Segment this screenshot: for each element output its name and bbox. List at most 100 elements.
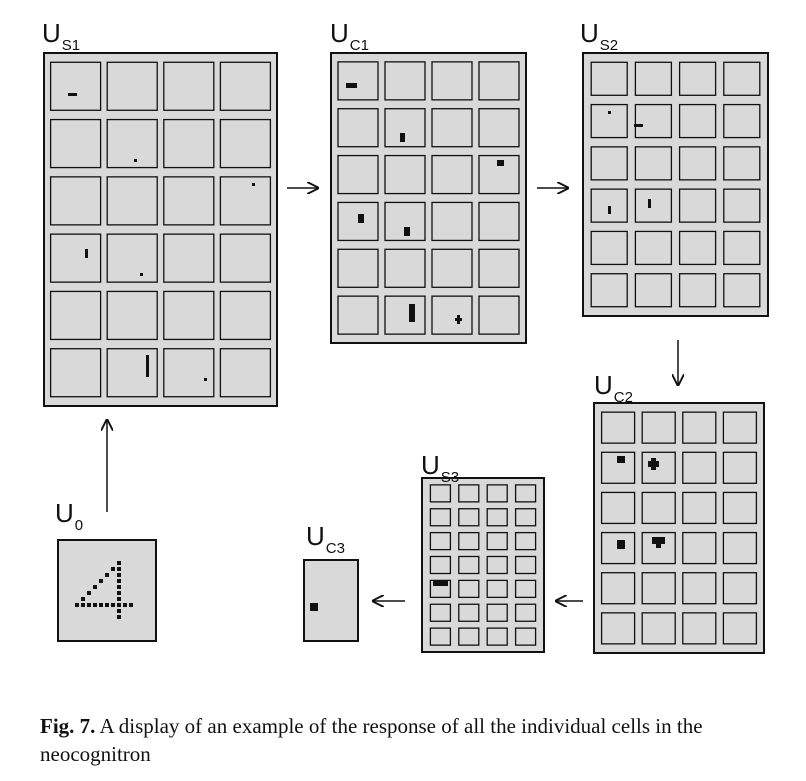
us1-cell-plane bbox=[163, 61, 215, 111]
uc1-cell-plane bbox=[478, 108, 520, 148]
uc1-cell-plane bbox=[431, 201, 473, 242]
uc1-cell-plane bbox=[337, 248, 379, 288]
figure-number: Fig. 7. bbox=[40, 714, 96, 738]
uc1-cell-plane bbox=[384, 154, 426, 195]
neocognitron-diagram bbox=[43, 52, 769, 654]
uc1-cell-plane bbox=[431, 295, 473, 335]
uc2-cell-plane bbox=[600, 411, 636, 444]
input-digit-pixel bbox=[81, 603, 85, 607]
input-digit-pixel bbox=[117, 603, 121, 607]
uc1-cell-plane bbox=[431, 154, 473, 195]
layer-us2-panel bbox=[582, 52, 769, 317]
uc2-cell-plane bbox=[722, 612, 758, 645]
input-digit-pixel bbox=[93, 603, 97, 607]
us2-frame bbox=[582, 52, 769, 317]
uc1-cell-plane bbox=[478, 154, 520, 195]
us2-cell-plane bbox=[678, 273, 717, 308]
label-us1: US1 bbox=[42, 18, 81, 54]
us2-cell-plane bbox=[678, 146, 717, 181]
uc1-cell-plane bbox=[337, 108, 379, 148]
uc1-cell-plane bbox=[478, 295, 520, 335]
us1-cell-plane bbox=[49, 233, 102, 283]
us2-cell-plane bbox=[723, 61, 761, 96]
us3-cell-plane bbox=[458, 603, 480, 622]
us3-cell-plane bbox=[514, 484, 537, 503]
uc1-activity-mark bbox=[457, 315, 460, 324]
input-digit-pixel bbox=[117, 567, 121, 571]
us2-cell-plane bbox=[590, 146, 628, 181]
uc1-cell-plane bbox=[431, 248, 473, 288]
us2-cell-plane bbox=[723, 230, 761, 266]
us3-cell-plane bbox=[514, 555, 537, 575]
label-uc2: UC2 bbox=[594, 370, 633, 406]
us3-cell-plane bbox=[514, 531, 537, 551]
us1-cell-plane bbox=[49, 118, 102, 169]
us1-cell-plane bbox=[106, 61, 158, 111]
us1-activity-mark bbox=[140, 273, 143, 276]
uc3-frame bbox=[303, 559, 359, 642]
us1-frame bbox=[43, 52, 278, 407]
us2-cell-plane bbox=[634, 61, 673, 96]
us2-cell-plane bbox=[723, 146, 761, 181]
us2-activity-mark bbox=[608, 206, 611, 214]
input-digit-pixel bbox=[111, 567, 115, 571]
uc2-cell-plane bbox=[600, 491, 636, 525]
input-digit-pixel bbox=[117, 609, 121, 613]
us1-cell-plane bbox=[106, 176, 158, 226]
us1-activity-mark bbox=[85, 249, 88, 258]
uc2-cell-plane bbox=[682, 491, 717, 525]
uc1-frame bbox=[330, 52, 527, 344]
us2-cell-plane bbox=[590, 61, 628, 96]
uc2-cell-plane bbox=[682, 451, 717, 484]
input-digit-pixel bbox=[117, 573, 121, 577]
us1-cell-plane bbox=[49, 290, 102, 341]
us3-cell-plane bbox=[486, 484, 508, 503]
u0-frame bbox=[57, 539, 157, 642]
uc2-activity-mark bbox=[656, 537, 661, 548]
uc1-cell-plane bbox=[478, 248, 520, 288]
us2-cell-plane bbox=[634, 273, 673, 308]
us1-cell-plane bbox=[49, 61, 102, 111]
us3-cell-plane bbox=[514, 603, 537, 622]
input-digit-pixel bbox=[93, 585, 97, 589]
layer-uc3-panel bbox=[303, 559, 359, 642]
uc2-frame bbox=[593, 402, 765, 654]
layer-us3-panel bbox=[421, 477, 545, 653]
uc2-cell-plane bbox=[641, 411, 676, 444]
us3-cell-plane bbox=[429, 627, 452, 646]
us1-activity-mark bbox=[146, 355, 149, 377]
us1-cell-plane bbox=[219, 61, 272, 111]
uc1-cell-plane bbox=[478, 201, 520, 242]
us1-cell-plane bbox=[106, 118, 158, 169]
uc1-cell-plane bbox=[337, 154, 379, 195]
us1-cell-plane bbox=[219, 348, 272, 398]
us3-cell-plane bbox=[486, 531, 508, 551]
us2-cell-plane bbox=[723, 188, 761, 223]
us3-cell-plane bbox=[486, 603, 508, 622]
us2-cell-plane bbox=[678, 188, 717, 223]
uc2-cell-plane bbox=[641, 491, 676, 525]
us2-activity-mark bbox=[608, 111, 611, 114]
us3-cell-plane bbox=[458, 579, 480, 599]
us3-cell-plane bbox=[429, 484, 452, 503]
us1-cell-plane bbox=[219, 290, 272, 341]
uc1-activity-mark bbox=[346, 83, 357, 88]
label-u0: U0 bbox=[55, 498, 84, 534]
us3-cell-plane bbox=[458, 508, 480, 527]
uc2-cell-plane bbox=[682, 531, 717, 565]
uc1-activity-mark bbox=[409, 304, 415, 322]
uc2-cell-plane bbox=[641, 572, 676, 605]
uc1-cell-plane bbox=[337, 295, 379, 335]
us1-activity-mark bbox=[134, 159, 137, 162]
us3-cell-plane bbox=[429, 555, 452, 575]
layer-us1-panel bbox=[43, 52, 278, 407]
us1-cell-plane bbox=[106, 233, 158, 283]
us1-cell-plane bbox=[163, 348, 215, 398]
us3-cell-plane bbox=[429, 531, 452, 551]
us2-cell-plane bbox=[590, 273, 628, 308]
uc1-activity-mark bbox=[404, 227, 410, 236]
input-digit-pixel bbox=[117, 585, 121, 589]
uc2-cell-plane bbox=[641, 451, 676, 484]
us1-cell-plane bbox=[219, 118, 272, 169]
label-uc1: UC1 bbox=[330, 18, 369, 54]
